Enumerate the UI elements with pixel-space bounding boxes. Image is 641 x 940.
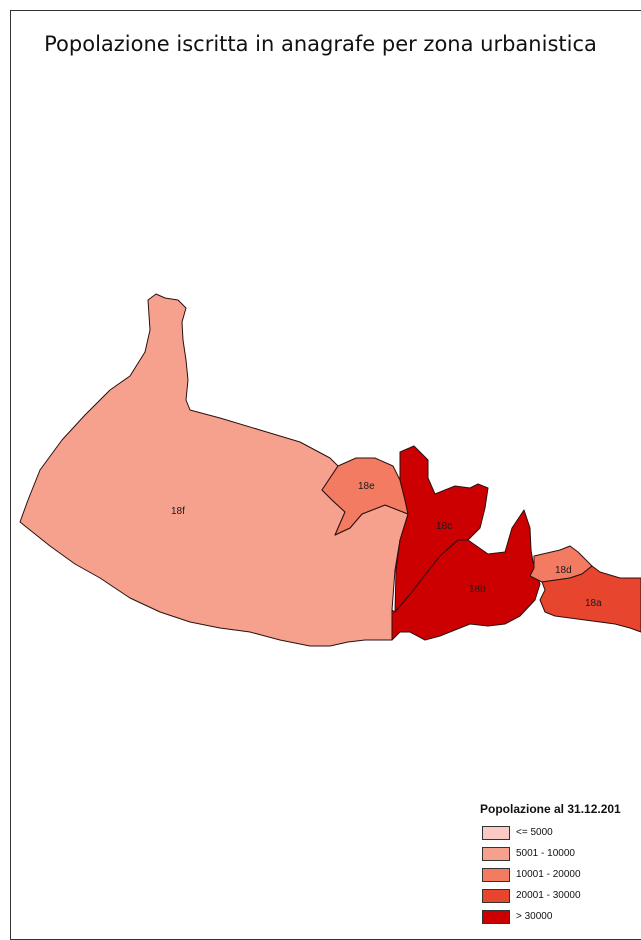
legend-label: 5001 - 10000 xyxy=(516,848,575,859)
legend-swatch xyxy=(482,888,510,903)
zone-18b[interactable] xyxy=(391,509,541,641)
legend-swatch xyxy=(482,867,510,882)
legend-item: 5001 - 10000 xyxy=(480,843,641,864)
zone-label-18b: 18b xyxy=(469,584,486,595)
legend-swatch xyxy=(482,846,510,861)
legend-title: Popolazione al 31.12.201 xyxy=(480,802,621,816)
map-title: Popolazione iscritta in anagrafe per zon… xyxy=(44,32,597,56)
legend-item: 20001 - 30000 xyxy=(480,885,641,906)
legend-label: 10001 - 20000 xyxy=(516,869,581,880)
legend-label: 20001 - 30000 xyxy=(516,890,581,901)
zone-label-18d: 18d xyxy=(555,565,572,576)
legend-item: 10001 - 20000 xyxy=(480,864,641,885)
legend-label: <= 5000 xyxy=(516,827,553,838)
zone-18a[interactable] xyxy=(539,565,641,633)
legend-item: <= 5000 xyxy=(480,822,641,843)
zone-label-18c: 18c xyxy=(436,521,452,532)
legend-swatch xyxy=(482,909,510,924)
zone-label-18a: 18a xyxy=(585,598,602,609)
legend-item: > 30000 xyxy=(480,906,641,927)
zone-18e[interactable] xyxy=(321,457,409,536)
zone-label-18e: 18e xyxy=(358,481,375,492)
legend-label: > 30000 xyxy=(516,911,553,922)
map-legend: Popolazione al 31.12.201 <= 5000 5001 - … xyxy=(480,802,641,927)
legend-swatch xyxy=(482,825,510,840)
zone-label-18f: 18f xyxy=(171,506,185,517)
